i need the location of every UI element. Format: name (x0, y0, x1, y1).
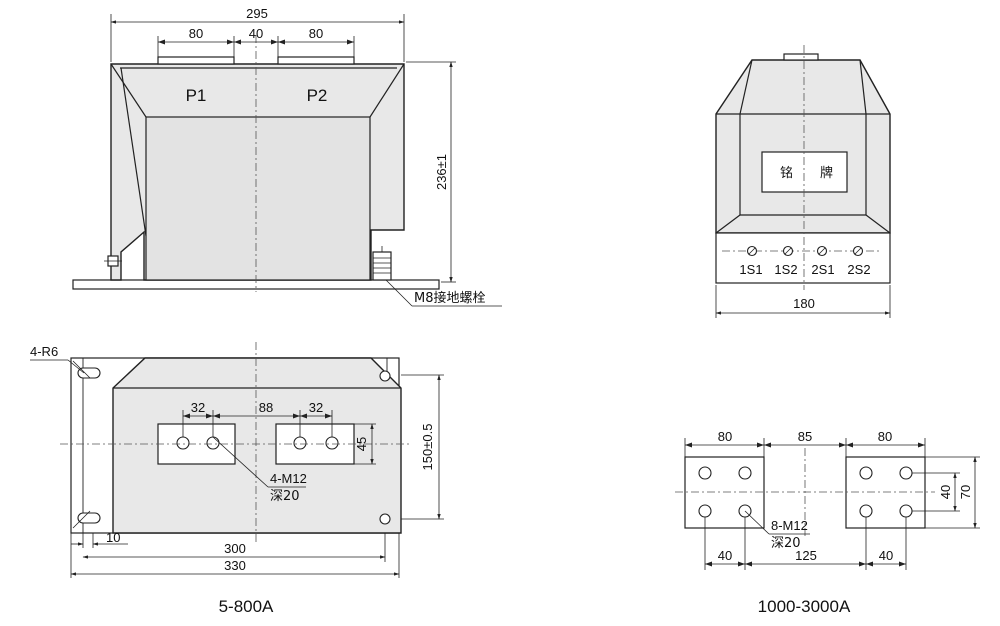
pads-dim-gap: 85 (798, 429, 812, 444)
pads-dim-hole-right: 40 (879, 548, 893, 563)
front-inner-panel (145, 116, 371, 281)
pads-dim-center: 125 (795, 548, 817, 563)
nameplate (761, 151, 848, 193)
base-pad-right (275, 423, 355, 465)
slot-bottom-left (77, 512, 101, 524)
front-view-5-800A: 295 80 40 80 P1 P2 236±1 M8接地螺栓 (72, 6, 502, 307)
pads-view-1000-3000A: 80 85 80 40 70 8-M12 深20 40 125 40 (675, 429, 980, 570)
pads-thread-label: 8-M12 (771, 518, 808, 533)
caption-5-800A: 5-800A (219, 597, 274, 616)
side-main-body (715, 59, 891, 234)
base-depth-label: 深20 (270, 489, 300, 504)
dim-hole-right: 32 (309, 400, 323, 415)
terminal-screws (746, 245, 864, 257)
dim-mount-width: 300 (224, 541, 246, 556)
base-view-5-800A: 4-R6 32 88 32 45 150±0.5 4-M12 深20 10 (30, 342, 444, 578)
dim-base-width: 330 (224, 558, 246, 573)
side-view-1000-3000A: 铭 牌 1S1 1S2 2S1 2S2 180 (715, 45, 891, 318)
dim-mount-height: 150±0.5 (420, 424, 435, 471)
ground-bolt-icon (372, 246, 392, 281)
label-p1: P1 (186, 86, 207, 105)
dim-hole-left: 32 (191, 400, 205, 415)
side-bolt-icon (104, 255, 122, 267)
dim-hole-gap: 88 (259, 400, 273, 415)
label-p2: P2 (307, 86, 328, 105)
terminal-label-2: 1S2 (774, 262, 797, 277)
corner-radius-label: 4-R6 (30, 344, 58, 359)
terminal-label-3: 2S1 (811, 262, 834, 277)
terminal-label-4: 2S2 (847, 262, 870, 277)
dim-total-width: 295 (246, 6, 268, 21)
slot-top-left (77, 367, 101, 379)
pads-dim-hole-left: 40 (718, 548, 732, 563)
pads-dim-left: 80 (718, 429, 732, 444)
pad-right-1000A (845, 456, 926, 529)
nameplate-char-2: 牌 (820, 165, 833, 181)
dim-edge-offset: 10 (106, 530, 120, 545)
dim-terminal-gap: 40 (249, 26, 263, 41)
pads-dim-height: 70 (958, 485, 973, 499)
pads-dim-right: 80 (878, 429, 892, 444)
terminal-p2-block (277, 56, 355, 65)
dim-terminal-right: 80 (309, 26, 323, 41)
dim-height: 236±1 (434, 154, 449, 190)
caption-1000-3000A: 1000-3000A (758, 597, 851, 616)
nameplate-char-1: 铭 (780, 166, 793, 181)
side-dim-width: 180 (793, 296, 815, 311)
dim-terminal-left: 80 (189, 26, 203, 41)
pads-depth-label: 深20 (771, 536, 801, 551)
dim-pad-height: 45 (354, 437, 369, 451)
base-thread-label: 4-M12 (270, 471, 307, 486)
terminal-p1-block (157, 56, 235, 65)
ground-bolt-label: M8接地螺栓 (414, 290, 486, 306)
pads-dim-row-spacing: 40 (938, 485, 953, 499)
terminal-label-1: 1S1 (739, 262, 762, 277)
terminal-box (715, 232, 891, 284)
